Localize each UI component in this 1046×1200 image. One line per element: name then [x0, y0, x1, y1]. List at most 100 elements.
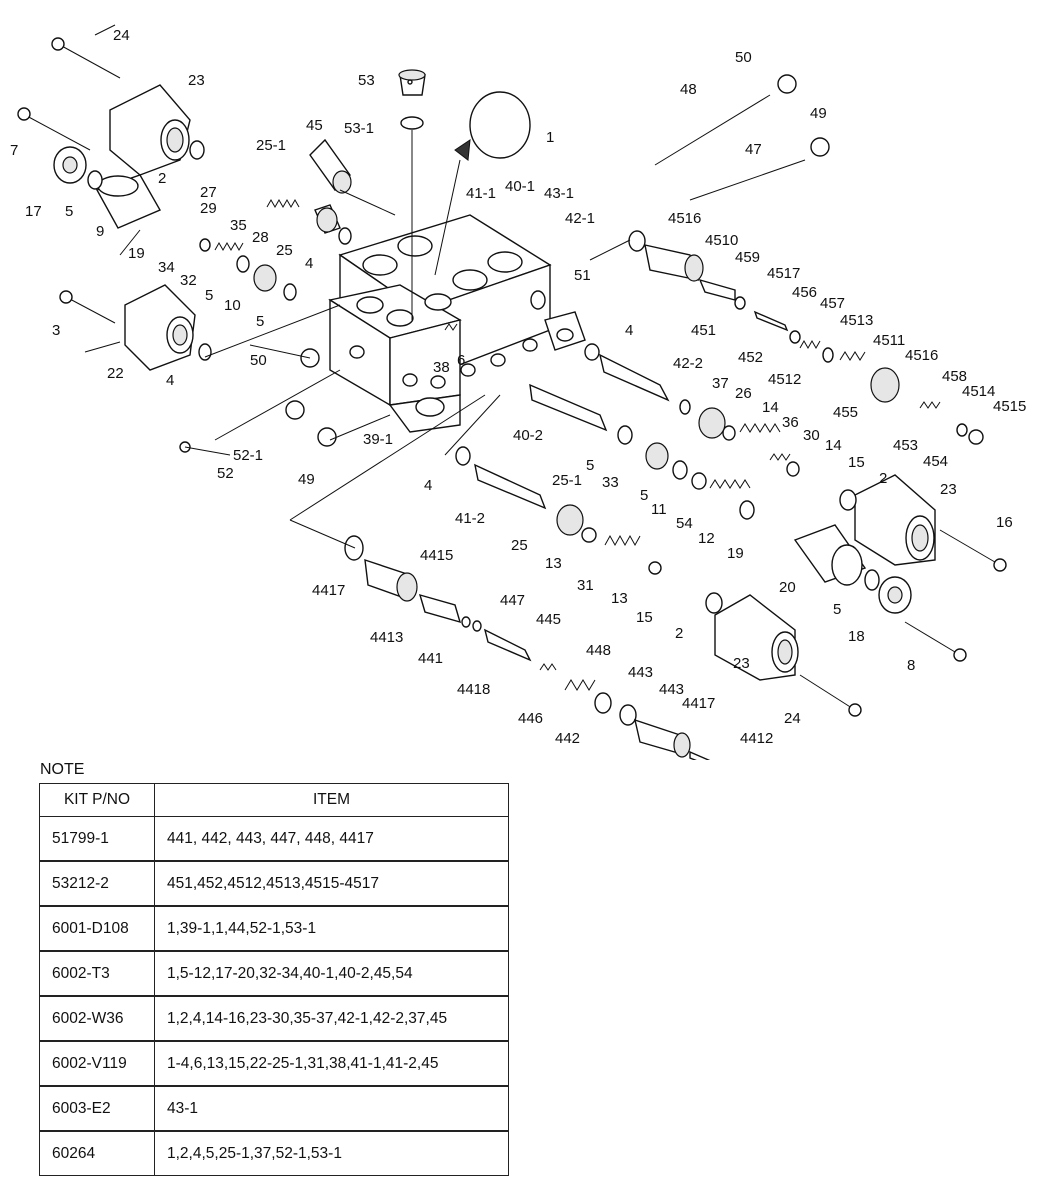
- label-26: 26: [735, 385, 752, 402]
- label-443b: 443: [659, 681, 684, 698]
- label-2c: 2: [675, 625, 683, 642]
- springs: [214, 198, 941, 691]
- sleeve-9: [95, 174, 161, 229]
- kit-items: 451,452,4512,4513,4515-4517: [154, 860, 509, 907]
- kit-number: 51799-1: [39, 816, 155, 862]
- label-50b: 50: [735, 49, 752, 66]
- label-54: 54: [676, 515, 693, 532]
- label-43-1: 43-1: [544, 185, 574, 202]
- kit-table: KIT P/NO ITEM 51799-1 441, 442, 443, 447…: [39, 783, 509, 1176]
- label-446: 446: [518, 710, 543, 727]
- label-4517: 4517: [767, 265, 800, 282]
- label-19b: 19: [727, 545, 744, 562]
- label-4b: 4: [166, 372, 174, 389]
- label-2: 2: [158, 170, 166, 187]
- label-23c: 23: [733, 655, 750, 672]
- label-13b: 13: [611, 590, 628, 607]
- cover-23-bottom: [714, 594, 799, 681]
- label-4514: 4514: [962, 383, 995, 400]
- label-23: 23: [188, 72, 205, 89]
- label-37: 37: [712, 375, 729, 392]
- label-50: 50: [250, 352, 267, 369]
- label-4418: 4418: [457, 681, 490, 698]
- label-4415: 4415: [420, 547, 453, 564]
- label-53-1: 53-1: [344, 120, 374, 137]
- label-4: 4: [305, 255, 313, 272]
- label-4412: 4412: [740, 730, 773, 747]
- leader-lines: [84, 24, 631, 549]
- label-12: 12: [698, 530, 715, 547]
- label-4413: 4413: [370, 629, 403, 646]
- label-4417b: 4417: [682, 695, 715, 712]
- label-53: 53: [358, 72, 375, 89]
- flange-parts: [53, 146, 912, 614]
- label-19: 19: [128, 245, 145, 262]
- label-40-1: 40-1: [505, 178, 535, 195]
- label-16: 16: [996, 514, 1013, 531]
- kit-number: 60264: [39, 1130, 155, 1176]
- label-23b: 23: [940, 481, 957, 498]
- label-24: 24: [113, 27, 130, 44]
- table-row: 6001-D108 1,39-1,1,44,52-1,53-1: [39, 905, 509, 952]
- label-29: 29: [200, 200, 217, 217]
- bolts: [17, 37, 1007, 717]
- kit-number: 6001-D108: [39, 905, 155, 952]
- kit-table-header: KIT P/NO ITEM: [39, 783, 509, 817]
- label-454: 454: [923, 453, 948, 470]
- item-column-header: ITEM: [154, 783, 509, 817]
- label-40-2: 40-2: [513, 427, 543, 444]
- label-443: 443: [628, 664, 653, 681]
- label-13: 13: [545, 555, 562, 572]
- label-9: 9: [96, 223, 104, 240]
- label-25: 25: [276, 242, 293, 259]
- sleeve-20: [793, 524, 867, 586]
- label-451: 451: [691, 322, 716, 339]
- label-4516b: 4516: [905, 347, 938, 364]
- label-25b: 25: [511, 537, 528, 554]
- label-4510: 4510: [705, 232, 738, 249]
- valve-body: [328, 214, 586, 433]
- label-33: 33: [602, 474, 619, 491]
- kit-number: 53212-2: [39, 860, 155, 907]
- label-4515: 4515: [993, 398, 1026, 415]
- label-8: 8: [907, 657, 915, 674]
- exploded-parts-diagram: 24 23 7 2 27 17 5 29 9 35 28 19 25 34 4 …: [10, 24, 1026, 760]
- label-35: 35: [230, 217, 247, 234]
- label-39-1: 39-1: [363, 431, 393, 448]
- label-4511: 4511: [873, 332, 905, 349]
- label-3: 3: [52, 322, 60, 339]
- label-24b: 24: [784, 710, 801, 727]
- table-row: 51799-1 441, 442, 443, 447, 448, 4417: [39, 816, 509, 862]
- note-title: NOTE: [40, 761, 85, 778]
- kit-number: 6002-W36: [39, 995, 155, 1042]
- table-row: 60264 1,2,4,5,25-1,37,52-1,53-1: [39, 1130, 509, 1176]
- label-452: 452: [738, 349, 763, 366]
- label-25-1b: 25-1: [552, 472, 582, 489]
- label-18: 18: [848, 628, 865, 645]
- label-49b: 49: [810, 105, 827, 122]
- label-4512: 4512: [768, 371, 801, 388]
- table-row: 53212-2 451,452,4512,4513,4515-4517: [39, 860, 509, 907]
- kit-items: 441, 442, 443, 447, 448, 4417: [154, 816, 509, 862]
- kit-items: 1,39-1,1,44,52-1,53-1: [154, 905, 509, 952]
- label-48: 48: [680, 81, 697, 98]
- label-15: 15: [848, 454, 865, 471]
- label-36: 36: [782, 414, 799, 431]
- cover-22: [124, 284, 196, 371]
- label-7: 7: [10, 142, 18, 159]
- label-14: 14: [762, 399, 779, 416]
- label-42-2: 42-2: [673, 355, 703, 372]
- label-4516: 4516: [668, 210, 701, 227]
- label-38: 38: [433, 359, 450, 376]
- label-447: 447: [500, 592, 525, 609]
- label-47: 47: [745, 141, 762, 158]
- label-4416: 4416: [787, 757, 820, 760]
- label-52: 52: [217, 465, 234, 482]
- label-5: 5: [65, 203, 73, 220]
- label-11: 11: [651, 501, 667, 518]
- label-445: 445: [536, 611, 561, 628]
- label-458: 458: [942, 368, 967, 385]
- kit-number: 6002-V119: [39, 1040, 155, 1087]
- kit-items: 1-4,6,13,15,22-25-1,31,38,41-1,41-2,45: [154, 1040, 509, 1087]
- label-25-1: 25-1: [256, 137, 286, 154]
